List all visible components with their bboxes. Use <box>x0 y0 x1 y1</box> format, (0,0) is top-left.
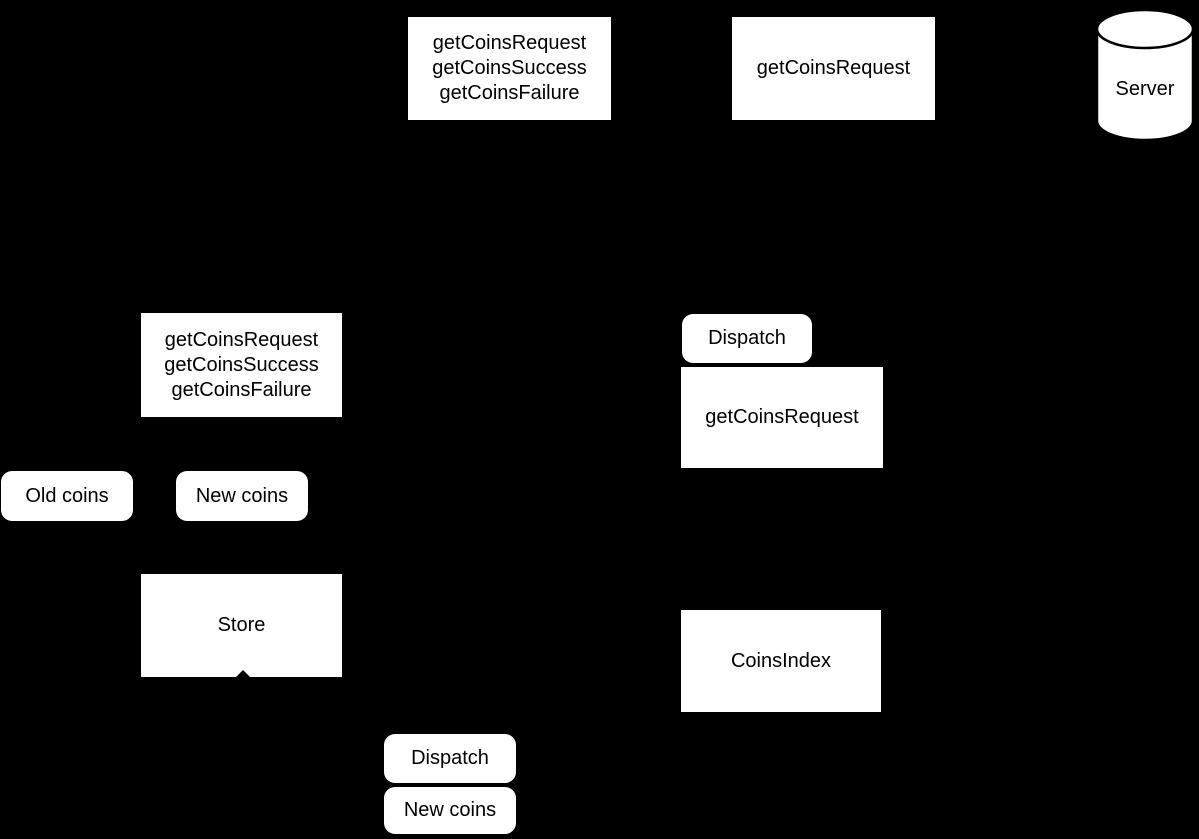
action-label: getCoinsRequest <box>432 32 587 54</box>
get-coins-request-node-top: getCoinsRequest <box>732 17 935 120</box>
node-label: getCoinsRequest <box>705 406 859 428</box>
node-label: Store <box>217 614 266 636</box>
action-label: getCoinsSuccess <box>164 353 319 376</box>
node-label: Dispatch <box>411 747 489 769</box>
action-label: getCoinsSuccess <box>432 57 587 79</box>
new-coins-node-mid: New coins <box>176 471 308 521</box>
actions-node-top: getCoinsRequest getCoinsSuccess getCoins… <box>408 17 611 120</box>
server-cylinder-icon <box>1095 8 1195 142</box>
arrowhead-tip-icon <box>236 670 250 677</box>
server-label: Server <box>1115 77 1175 100</box>
node-label: New coins <box>195 484 289 507</box>
action-label: getCoinsRequest <box>164 328 319 351</box>
store-node: Store <box>141 574 342 677</box>
coins-index-node: CoinsIndex <box>681 610 881 712</box>
node-label: Old coins <box>25 484 109 507</box>
old-coins-node: Old coins <box>1 471 133 521</box>
node-label: CoinsIndex <box>730 649 832 672</box>
action-label: getCoinsFailure <box>439 82 580 104</box>
node-label: getCoinsRequest <box>756 57 911 79</box>
node-label: New coins <box>403 799 497 821</box>
actions-node-mid: getCoinsRequest getCoinsSuccess getCoins… <box>141 313 342 417</box>
node-label: Dispatch <box>708 327 786 349</box>
dispatch-node-bottom: Dispatch <box>384 734 516 783</box>
action-label: getCoinsFailure <box>171 378 312 401</box>
get-coins-request-node-right: getCoinsRequest <box>681 367 883 468</box>
new-coins-node-bottom: New coins <box>384 787 516 834</box>
dispatch-node-right: Dispatch <box>682 314 812 363</box>
